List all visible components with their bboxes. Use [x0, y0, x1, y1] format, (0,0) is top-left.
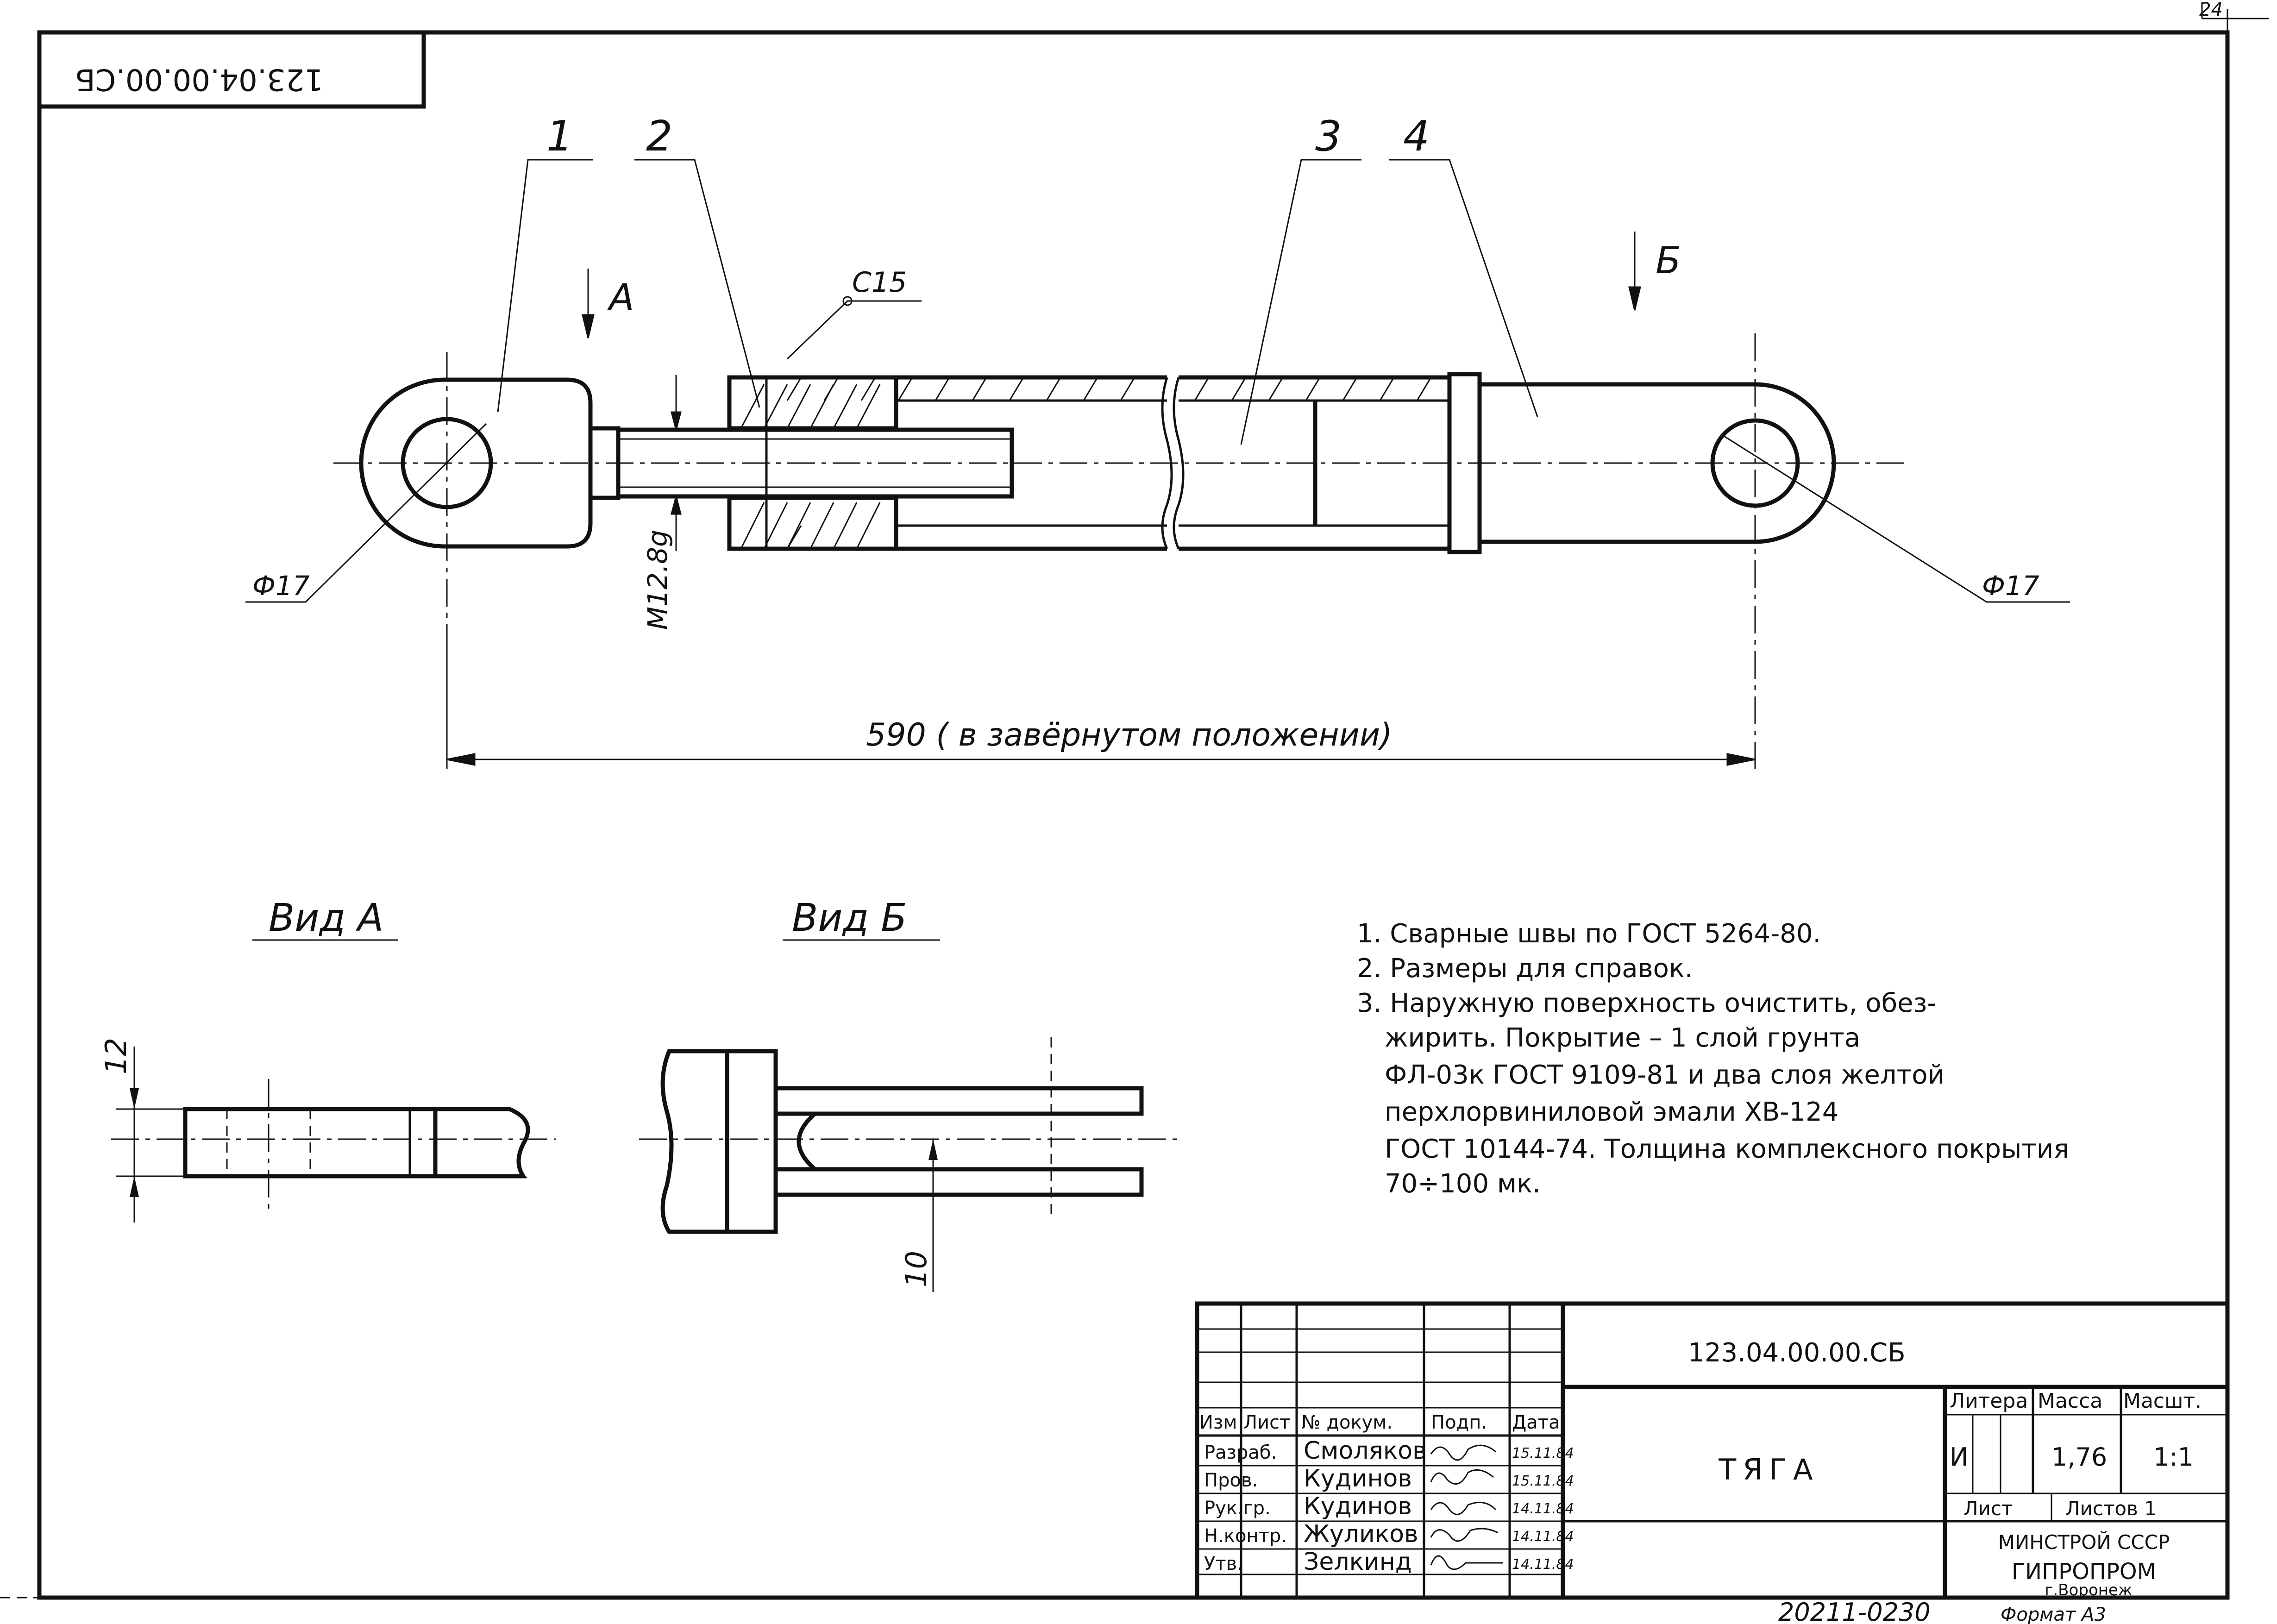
hdr-doc: № докум. — [1301, 1412, 1393, 1433]
role-2: Рук.гр. — [1204, 1498, 1271, 1519]
title-doc-code: 123.04.00.00.СБ — [1688, 1338, 1905, 1368]
view-a-title: Вид А — [269, 896, 383, 940]
callout-3: 3 — [1315, 112, 1342, 161]
callout-1: 1 — [546, 112, 573, 161]
callout-labels: 1 2 3 4 А Б С15 Ф17 Ф17 М12.8g 590 ( в з… — [252, 112, 2039, 753]
date-3: 14.11.84 — [1512, 1529, 1574, 1545]
org-line-2: ГИПРОПРОМ — [2012, 1559, 2156, 1585]
scale-value: 1:1 — [2153, 1442, 2194, 1472]
tube-hatching — [786, 377, 1432, 549]
right-eye-part — [1477, 382, 1836, 544]
mass-value: 1,76 — [2051, 1442, 2107, 1472]
hdr-list: Лист — [1243, 1412, 1290, 1433]
signatures — [1430, 1444, 1503, 1570]
note-line-6: перхлорвиниловой эмали ХВ-124 — [1385, 1097, 1838, 1127]
view-b-title: Вид Б — [792, 896, 907, 940]
title-block: 123.04.00.00.СБ ТЯГА Изм Лист № докум. П… — [1195, 1301, 2230, 1600]
thread-label: М12.8g — [642, 530, 673, 630]
litera-label: Литера — [1950, 1389, 2028, 1413]
role-0: Разраб. — [1204, 1442, 1277, 1463]
footer: 20211-02 30 Формат А3 — [1778, 1598, 2106, 1624]
person-1: Кудинов — [1304, 1465, 1412, 1492]
note-line-7: ГОСТ 10144-74. Толщина комплексного покр… — [1385, 1134, 2069, 1164]
dia-left-label: Ф17 — [252, 570, 310, 602]
format-label: Формат А3 — [2001, 1604, 2106, 1624]
date-2: 14.11.84 — [1512, 1501, 1574, 1517]
role-1: Пров. — [1204, 1470, 1258, 1491]
person-3: Жуликов — [1304, 1520, 1418, 1548]
date-1: 15.11.84 — [1512, 1473, 1574, 1489]
view-b: Вид Б 10 — [639, 896, 1181, 1292]
note-line-4: жирить. Покрытие – 1 слой грунта — [1385, 1023, 1860, 1053]
view-arrow-b-label: Б — [1656, 239, 1681, 282]
scale-label: Масшт. — [2123, 1389, 2202, 1413]
hdr-sign: Подп. — [1431, 1412, 1487, 1433]
hdr-izm: Изм — [1199, 1412, 1237, 1433]
note-line-2: 2. Размеры для справок. — [1357, 953, 1693, 984]
mass-label: Масса — [2038, 1389, 2102, 1413]
note-line-3: 3. Наружную поверхность очистить, обез- — [1357, 988, 1937, 1018]
person-0: Смоляков — [1304, 1437, 1427, 1465]
archive-number: 20211-02 — [1778, 1598, 1899, 1624]
title-name: ТЯГА — [1718, 1453, 1819, 1486]
person-2: Кудинов — [1304, 1492, 1412, 1520]
callout-2: 2 — [646, 112, 672, 161]
person-4: Зелкинд — [1304, 1548, 1412, 1576]
note-line-8: 70÷100 мк. — [1385, 1169, 1541, 1199]
dim-12-label: 12 — [99, 1038, 133, 1074]
tie-rod-assembly — [333, 333, 1908, 769]
view-arrow-a-label: А — [607, 276, 634, 319]
technical-notes: 1. Сварные швы по ГОСТ 5264-80. 2. Разме… — [1357, 919, 2069, 1199]
sheet-label: Лист — [1963, 1497, 2013, 1520]
dia-right-label: Ф17 — [1982, 570, 2039, 602]
length-label: 590 ( в завёрнутом положении) — [866, 717, 1393, 753]
dim-10-label: 10 — [899, 1251, 933, 1287]
weld-label: С15 — [852, 266, 907, 299]
role-3: Н.контр. — [1204, 1525, 1287, 1547]
litera-value: И — [1950, 1442, 1968, 1472]
sheet-number: 24 — [2199, 0, 2223, 20]
date-4: 14.11.84 — [1512, 1556, 1574, 1573]
date-0: 15.11.84 — [1512, 1445, 1574, 1461]
role-4: Утв. — [1204, 1553, 1243, 1574]
tube-part — [766, 375, 1449, 551]
sheets-label: Листов 1 — [2065, 1497, 2157, 1520]
callout-4: 4 — [1403, 112, 1430, 161]
rotated-doc-code: 123.04.00.00.СБ — [75, 62, 323, 96]
org-city: г.Воронеж — [2045, 1581, 2133, 1599]
note-line-5: ФЛ-03к ГОСТ 9109-81 и два слоя желтой — [1385, 1060, 1945, 1090]
leaders — [245, 159, 2070, 769]
org-line-1: МИНСТРОЙ СССР — [1998, 1530, 2170, 1554]
hdr-date: Дата — [1512, 1412, 1560, 1433]
page-number: 30 — [1899, 1598, 1931, 1624]
view-a: Вид А 12 — [99, 896, 556, 1223]
note-line-1: 1. Сварные швы по ГОСТ 5264-80. — [1357, 919, 1821, 949]
sleeve-hatching — [740, 384, 881, 549]
